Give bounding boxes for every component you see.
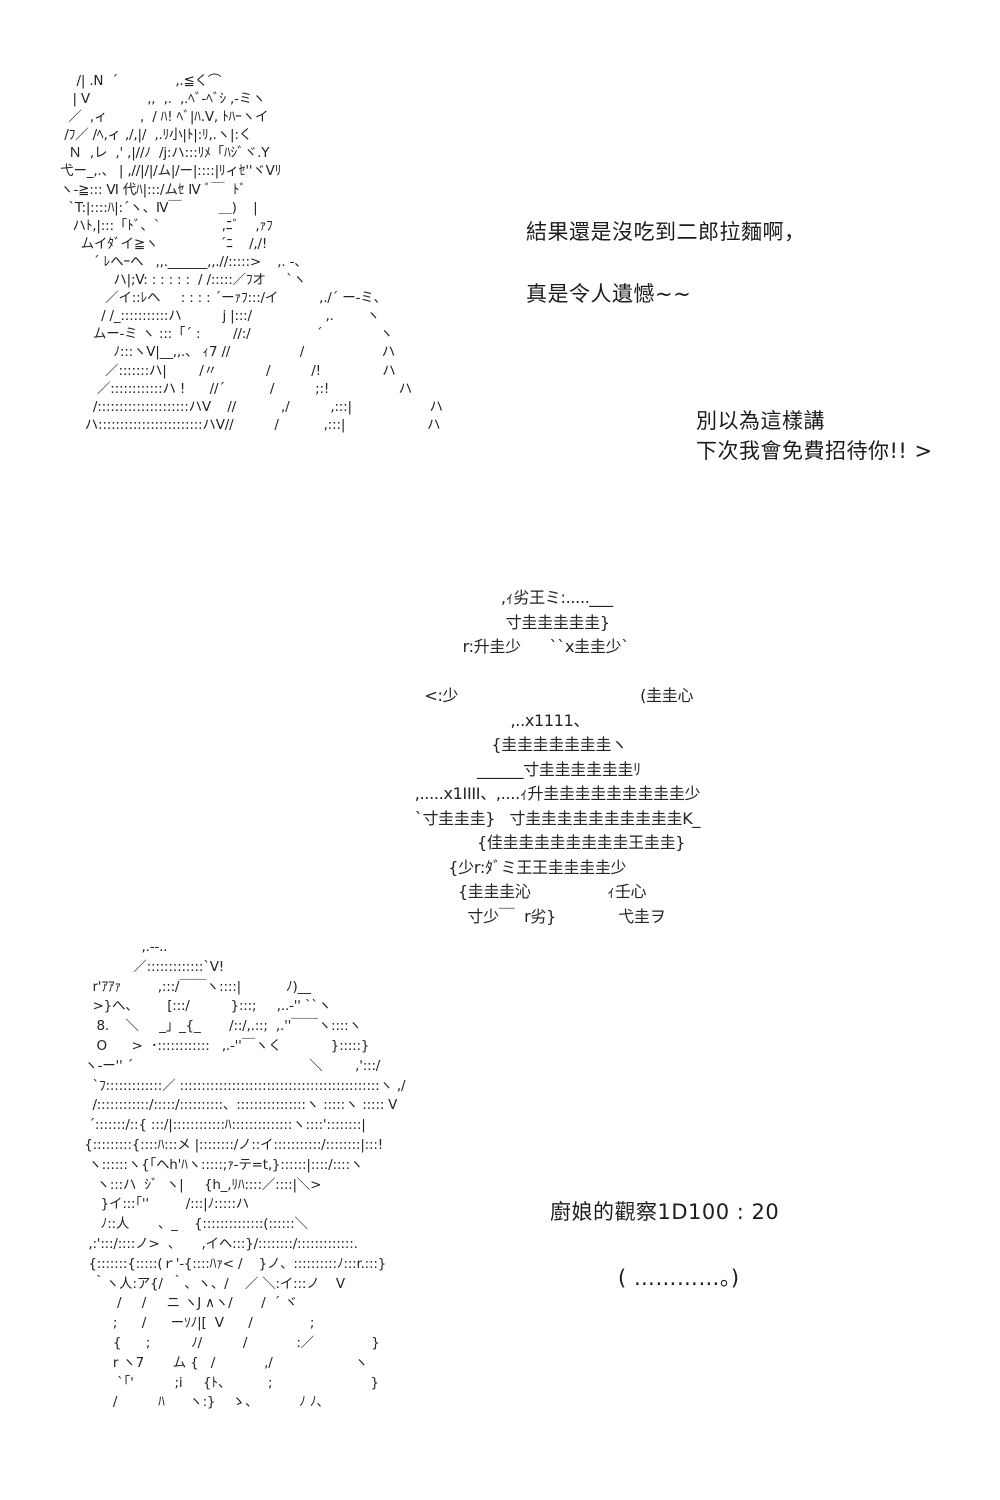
dialogue-block-3: 別以為這樣講 下次我會免費招待你!! > <box>696 406 933 466</box>
dialogue-line-3b: 下次我會免費招待你!! > <box>696 439 933 463</box>
ellipsis-reaction: ( …………。) <box>618 1266 740 1290</box>
dice-roll-text: 廚娘的觀察1D100 : 20 <box>550 1200 780 1224</box>
character-ascii-art-top: /| .N ´ ,.≦く⌒ | V ,, ,. ,.ﾍﾞ-ﾍﾞｼ ,-ミヽ ／ … <box>60 73 443 433</box>
dialogue-line-1: 結果還是沒吃到二郎拉麵啊， <box>526 220 806 244</box>
dialogue-line-3a: 別以為這樣講 <box>696 409 825 433</box>
noodle-pile-ascii-art: ,ｨ劣王ミ:.....___ 寸圭圭圭圭圭} r:升圭少 ``x圭圭少` <:少… <box>414 588 701 926</box>
dialogue-line-2: 真是令人遺憾~~ <box>526 282 692 306</box>
character-ascii-art-bottom: ,.--.. ／:::::::::::::`V! r'ｱｱｧ ,:::/￣￣ヽ:… <box>84 939 406 1411</box>
